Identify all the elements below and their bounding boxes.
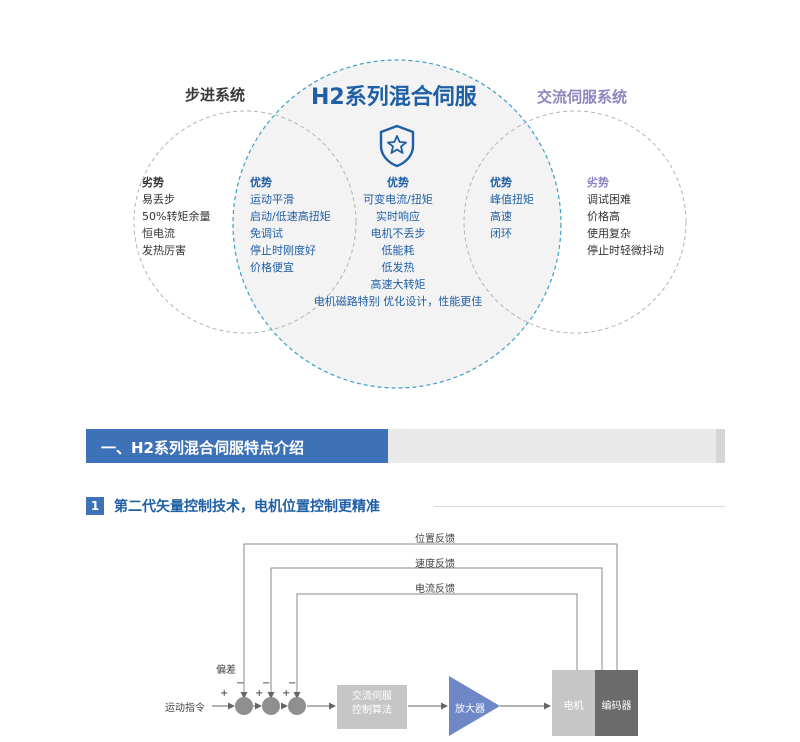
section-title: 一、H2系列混合伺服特点介绍 — [101, 439, 304, 457]
list-item: 免调试 — [250, 227, 283, 240]
list-item: 发热厉害 — [142, 244, 186, 257]
current-feedback-label: 电流反馈 — [415, 584, 455, 595]
list-item: 停止时轻微抖动 — [587, 244, 664, 257]
list-item: 电机磁路特别 优化设计，性能更佳 — [313, 295, 483, 308]
list-item: 闭环 — [490, 227, 512, 240]
list-item: 使用复杂 — [587, 227, 631, 240]
subsection-divider — [434, 506, 725, 507]
ac-servo-advantages: 优势 峰值扭矩 高速 闭环 — [490, 176, 534, 240]
center-circle — [232, 59, 562, 389]
list-item: 运动平滑 — [250, 193, 294, 206]
list-item: 高速 — [490, 210, 512, 223]
list-item: 实时响应 — [376, 210, 420, 223]
list-item: 调试困难 — [587, 193, 631, 206]
list-item: 50%转矩余量 — [142, 210, 211, 223]
error-label: 偏差 — [216, 665, 236, 676]
position-feedback-label: 位置反馈 — [415, 534, 455, 545]
hybrid-servo-advantages: 优势 可变电流/扭矩 实时响应 电机不丢步 低能耗 低发热 高速大转矩 电机磁路… — [310, 174, 486, 310]
list-item: 低能耗 — [381, 244, 415, 257]
motor-label: 电机 — [563, 701, 584, 712]
control-loop-diagram — [212, 543, 638, 736]
list-item: 电机不丢步 — [370, 227, 426, 240]
section-header-accent — [86, 429, 388, 463]
venn-diagram — [133, 59, 687, 389]
subsection-number: 1 — [86, 497, 104, 515]
motor-block — [552, 670, 595, 736]
list-item: 价格便宜 — [250, 261, 294, 274]
minus-sign: − — [236, 678, 245, 689]
speed-feedback-label: 速度反馈 — [415, 559, 455, 570]
minus-sign: − — [262, 678, 271, 689]
encoder-block — [595, 670, 638, 736]
list-item: 易丢步 — [142, 193, 175, 206]
list-item: 停止时刚度好 — [250, 244, 316, 257]
list-item: 价格高 — [587, 210, 620, 223]
position-feedback-line — [240, 543, 618, 699]
section-header-end — [716, 429, 725, 463]
ac-servo-title: 交流伺服系统 — [537, 88, 628, 106]
amplifier-triangle — [449, 676, 500, 736]
plus-sign: + — [220, 688, 229, 699]
ac-servo-disadvantages: 劣势 调试困难 价格高 使用复杂 停止时轻微抖动 — [587, 176, 664, 257]
right-circle — [463, 110, 687, 334]
summing-junction-3 — [288, 697, 306, 715]
list-item: 峰值扭矩 — [490, 193, 534, 206]
subsection-title: 第二代矢量控制技术，电机位置控制更精准 — [114, 499, 380, 515]
list-item: 恒电流 — [142, 227, 175, 240]
list-item: 低发热 — [381, 261, 415, 274]
stepper-system-title: 步进系统 — [185, 86, 246, 104]
hybrid-servo-title: H2系列混合伺服 — [311, 85, 477, 110]
stepper-disadvantages: 劣势 易丢步 50%转矩余量 恒电流 发热厉害 — [142, 176, 211, 257]
summing-junction-1 — [235, 697, 253, 715]
list-item: 启动/低速高扭矩 — [250, 210, 331, 223]
stepper-advantages: 优势 运动平滑 启动/低速高扭矩 免调试 停止时刚度好 价格便宜 — [250, 176, 331, 274]
control-algorithm-block — [337, 685, 407, 729]
left-circle — [133, 110, 357, 334]
input-command-label: 运动指令 — [165, 703, 205, 714]
encoder-label: 编码器 — [601, 701, 632, 712]
amplifier-label: 放大器 — [455, 704, 485, 715]
current-feedback-line — [293, 593, 578, 699]
list-item: 高速大转矩 — [370, 278, 426, 291]
shield-star-icon — [379, 124, 415, 168]
plus-sign: + — [255, 688, 264, 699]
speed-feedback-line — [267, 567, 603, 699]
minus-sign: − — [288, 678, 297, 689]
list-item: 可变电流/扭矩 — [363, 193, 433, 206]
control-algorithm-label: 交流伺服 控制算法 — [352, 691, 392, 716]
summing-junction-2 — [262, 697, 280, 715]
plus-sign: + — [282, 688, 291, 699]
